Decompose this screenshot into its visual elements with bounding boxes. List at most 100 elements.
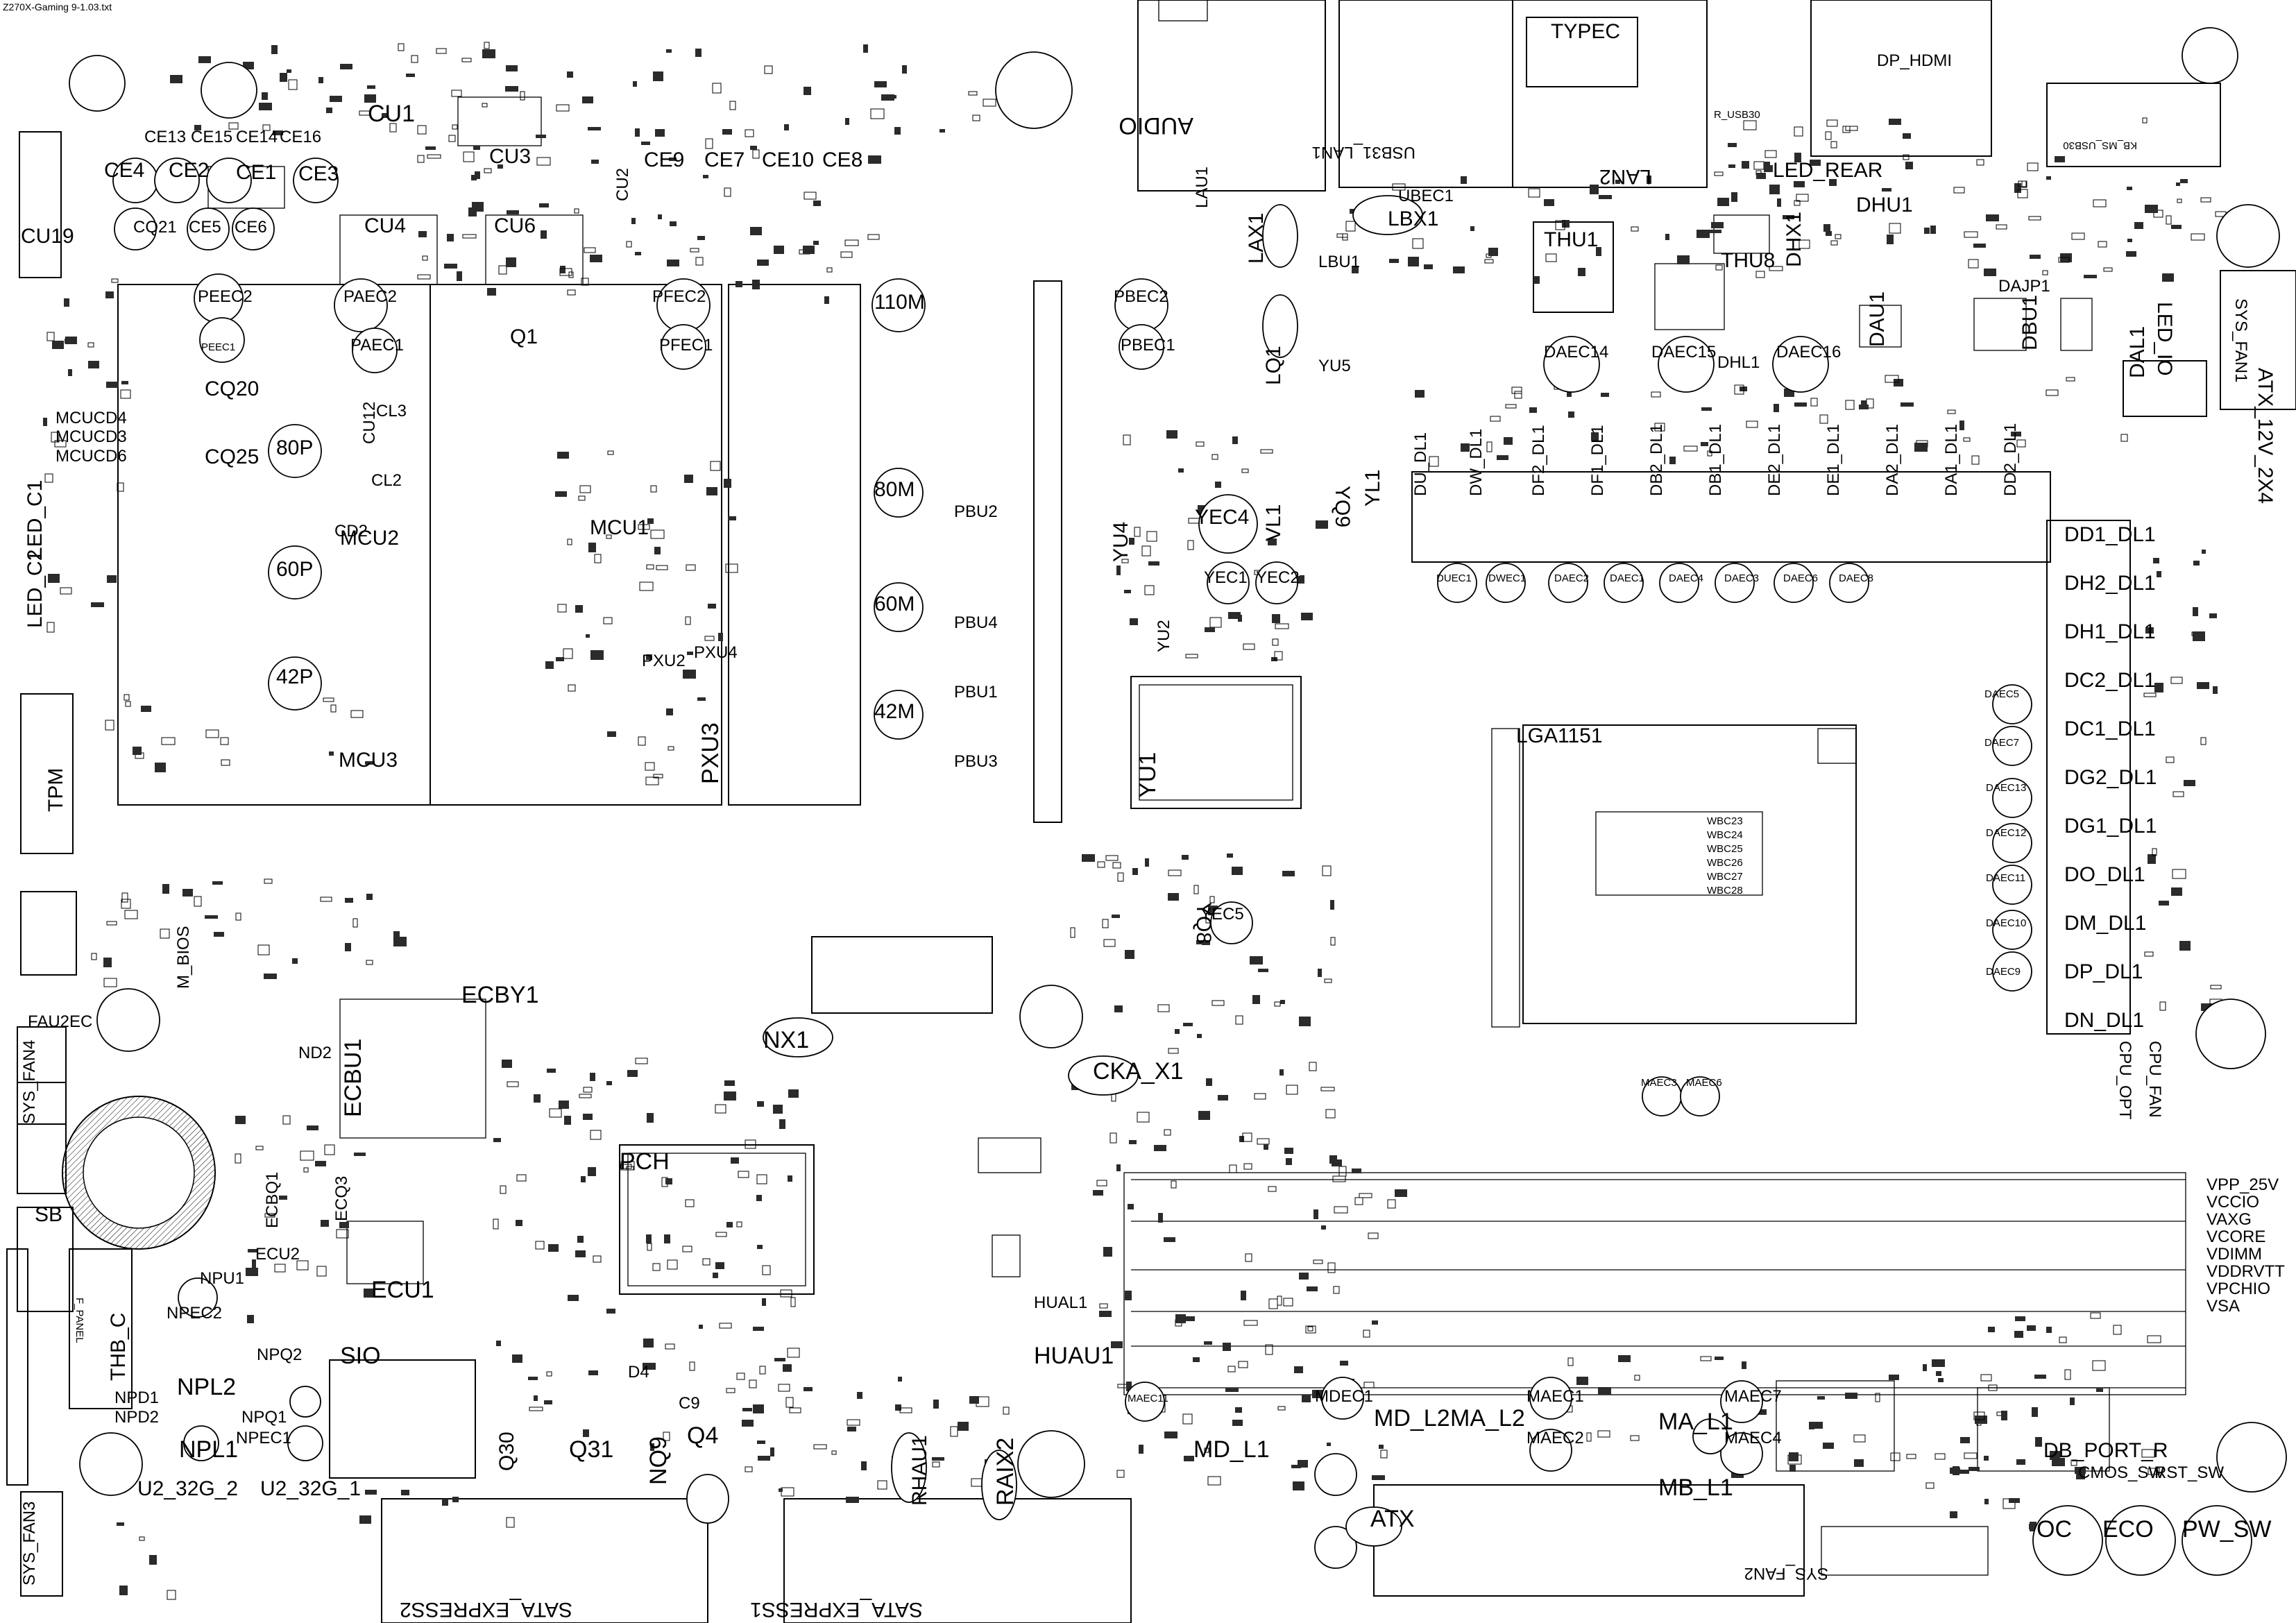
label-dhl1: DHL1 — [1717, 353, 1760, 372]
label-dp-dl1: DP_DL1 — [2064, 960, 2143, 983]
label-sys-fan1: SYS_FAN1 — [2231, 298, 2250, 382]
voltage-point-labels: VPP_25VVCCIOVAXGVCOREVDIMMVDDRVTTVPCHIOV… — [2206, 1175, 2285, 1316]
label-thu1: THU1 — [1544, 228, 1598, 251]
chip-labels: LGA1151 PCH SIO YU1 THU1 MCU1 MCU2 MCU3 … — [21, 101, 2041, 1485]
label-cka-x1: CKA_X1 — [1093, 1058, 1183, 1085]
label-pbu2: PBU2 — [954, 502, 998, 521]
label-ce7: CE7 — [704, 148, 745, 171]
label-vccio: VCCIO — [2206, 1193, 2259, 1212]
label-cmos-sw: CMOS_SW — [2078, 1463, 2164, 1482]
label-npd1: NPD1 — [114, 1388, 159, 1407]
label-ce1: CE1 — [236, 161, 276, 184]
label-rst-sw: RST_SW — [2154, 1463, 2224, 1482]
label-daec5: DAEC5 — [1984, 688, 2019, 700]
label-ubec1: UBEC1 — [1398, 187, 1454, 205]
label-led-c2: LED_C2 — [24, 550, 46, 628]
label-vpchio: VPCHIO — [2206, 1280, 2270, 1298]
label-daec3: DAEC3 — [1724, 572, 1759, 584]
label-q30: Q30 — [495, 1431, 518, 1471]
label-ce16: CE16 — [280, 128, 321, 146]
cmos-battery — [62, 1096, 216, 1250]
dp-hdmi-outline — [1810, 0, 1992, 157]
label-f-panel: F_PANEL — [74, 1298, 85, 1343]
label-ma-l1: MA_L1 — [1658, 1409, 1733, 1435]
label-dg2-dl1: DG2_DL1 — [2064, 766, 2157, 789]
label-mcucd6: MCUCD6 — [56, 447, 127, 466]
label-mcu1: MCU1 — [590, 516, 649, 539]
label-lga1151: LGA1151 — [1516, 724, 1603, 747]
label-dau1: DAU1 — [1866, 291, 1889, 347]
label-cq21: CQ21 — [133, 218, 177, 237]
label-thb-c: THB_C — [107, 1313, 130, 1381]
electrolytic-capacitors — [69, 27, 2287, 1576]
label-cpu-cell-4: WBC26 — [1707, 857, 1743, 869]
label-pbec2: PBEC2 — [1114, 287, 1168, 306]
label-vpp-25v: VPP_25V — [2206, 1175, 2279, 1194]
dal1-outline — [2123, 360, 2207, 417]
label-mcu2: MCU2 — [340, 527, 399, 550]
label-yec5: YEC5 — [1200, 905, 1244, 924]
label-crystal-80m: 80M — [874, 478, 915, 501]
label-cpu-cell-3: WBC25 — [1707, 843, 1743, 855]
label-yec4: YEC4 — [1195, 506, 1249, 529]
label-maec3: MAEC3 — [1641, 1077, 1677, 1089]
label-crystal-42p: 42P — [276, 665, 313, 688]
label-pbu4: PBU4 — [954, 613, 998, 632]
label-crystal-42m: 42M — [874, 700, 915, 723]
sata-express1-outline — [783, 1498, 1132, 1623]
label-lau1: LAU1 — [1193, 167, 1211, 208]
label-cl2: CL2 — [371, 471, 402, 490]
label-mcucd4: MCUCD4 — [56, 409, 127, 427]
yu1-outline — [1130, 676, 1302, 809]
label-npq1: NPQ1 — [241, 1408, 287, 1427]
label-ma-l2: MA_L2 — [1450, 1405, 1525, 1431]
label-usb31-lan1: USB31_LAN1 — [1312, 143, 1415, 162]
label-da2-dl1: DA2_DL1 — [1883, 424, 1902, 496]
label-npec1: NPEC1 — [236, 1429, 291, 1447]
label-vddrvtt: VDDRVTT — [2206, 1262, 2285, 1281]
label-lq1: LQ1 — [1262, 346, 1285, 385]
label-yq9: YQ9 — [1331, 486, 1354, 527]
label-vl1: VL1 — [1262, 504, 1285, 541]
label-u2-32g-2: U2_32G_2 — [137, 1477, 238, 1500]
label-md-l1: MD_L1 — [1193, 1436, 1270, 1463]
tpm-outline — [20, 693, 74, 854]
label-db2-dl1: DB2_DL1 — [1647, 424, 1666, 496]
label-db-port-r: DB_PORT_R — [2043, 1439, 2168, 1462]
label-sata-express1: SATA_EXPRESS1 — [750, 1598, 923, 1621]
label-rhau1: RHAU1 — [908, 1435, 931, 1506]
label-daec6: DAEC6 — [1783, 572, 1818, 584]
label-sio: SIO — [340, 1343, 381, 1369]
label-npl1: NPL1 — [179, 1436, 238, 1463]
file-name: Z270X-Gaming 9-1.03.txt — [3, 1, 112, 12]
label-de1-dl1: DE1_DL1 — [1824, 424, 1843, 496]
label-atx-12v: ATX_12V_2X4 — [2254, 368, 2277, 504]
label-d4: D4 — [628, 1363, 649, 1382]
label-yu2: YU2 — [1155, 620, 1173, 652]
label-cu2: CU2 — [613, 168, 632, 201]
label-dajp1: DAJP1 — [1998, 277, 2050, 296]
label-crystal-60m: 60M — [874, 593, 915, 615]
label-dw-dl1: DW_DL1 — [1467, 429, 1486, 496]
label-nd2: ND2 — [298, 1044, 332, 1062]
label-daec13: DAEC13 — [1986, 782, 2026, 794]
dimm-slots — [1123, 1172, 2186, 1395]
label-de2-dl1: DE2_DL1 — [1765, 424, 1784, 496]
label-crystal-110m: 110M — [874, 291, 925, 314]
label-db1-dl1: DB1_DL1 — [1706, 424, 1725, 496]
label-ecby1: ECBY1 — [461, 982, 539, 1008]
label-paec2: PAEC2 — [343, 287, 397, 306]
label-vsa: VSA — [2206, 1297, 2240, 1316]
label-mdec1: MDEC1 — [1315, 1387, 1373, 1406]
label-mcucd3: MCUCD3 — [56, 427, 127, 446]
label-hual1: HUAL1 — [1034, 1293, 1087, 1312]
label-daec16: DAEC16 — [1776, 343, 1841, 362]
label-led-rear: LED_REAR — [1773, 159, 1882, 182]
label-dn-dl1: DN_DL1 — [2064, 1009, 2144, 1032]
label-md-l2: MD_L2 — [1374, 1405, 1450, 1431]
label-dbu1: DBU1 — [2018, 295, 2041, 350]
label-ecq3: ECQ3 — [332, 1176, 351, 1221]
